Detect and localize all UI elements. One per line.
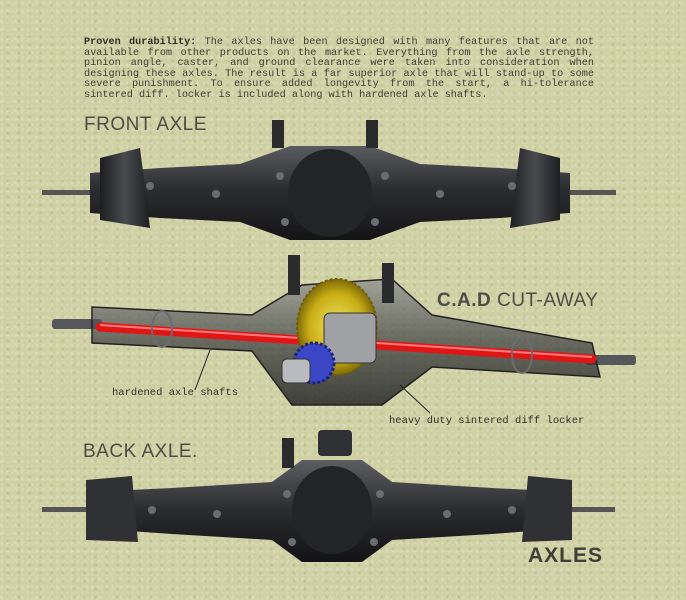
front-axle-illustration [42,120,616,240]
back-axle-illustration [42,430,615,562]
intro-lead: Proven durability: [84,37,197,48]
intro-paragraph: Proven durability: The axles have been d… [84,37,594,102]
cad-strong: C.A.D [437,290,492,311]
callout-hardened-axle-shafts: hardened axle shafts [112,387,239,399]
axles-heading: AXLES [528,544,604,567]
cad-cutaway-heading: C.A.D CUT-AWAY [437,290,598,312]
callout-sintered-diff-locker: heavy duty sintered diff locker [389,415,585,427]
intro-text: The axles have been designed with many f… [84,37,594,101]
back-axle-heading: BACK AXLE. [83,441,198,462]
front-axle-heading: FRONT AXLE [84,114,207,135]
cad-rest: CUT-AWAY [491,290,599,311]
cutaway-axle-illustration [52,255,636,406]
